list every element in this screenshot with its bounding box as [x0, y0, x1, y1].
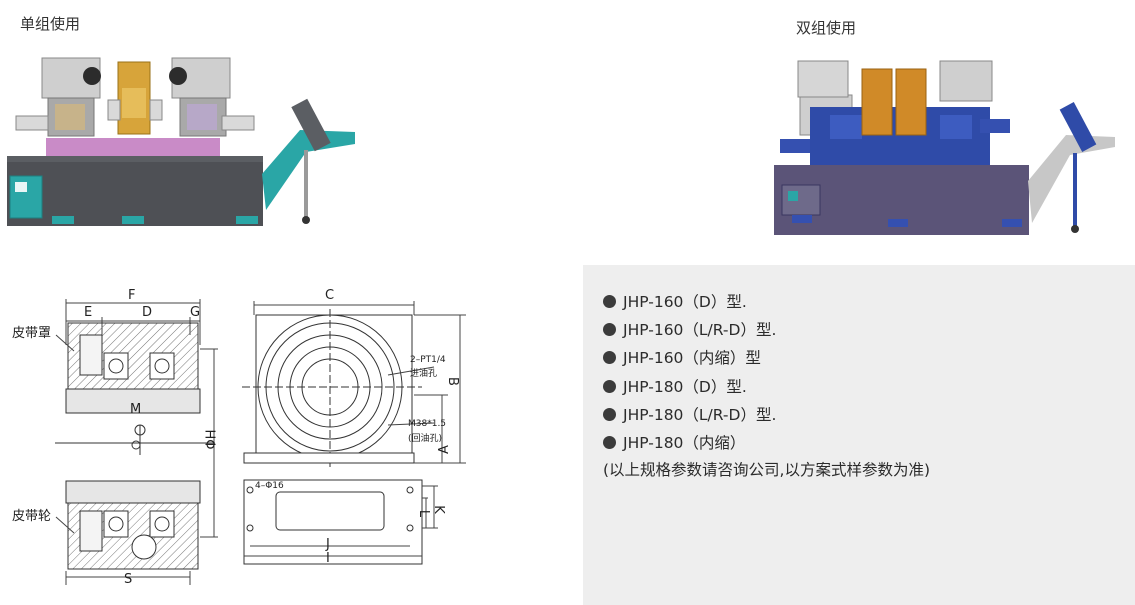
- bullet-icon: [603, 294, 616, 308]
- spec-item-text: JHP-180（内缩）: [623, 434, 746, 452]
- dual-group-machine-illustration: [774, 60, 1115, 235]
- dim-i-label: I: [326, 551, 330, 566]
- spec-item: JHP-160（L/R-D）型.: [603, 318, 776, 340]
- belt-cover-label: 皮带罩: [12, 326, 52, 341]
- bullet-icon: [603, 435, 616, 449]
- spec-panel: JHP-160（D）型. JHP-160（L/R-D）型. JHP-160（内缩…: [583, 265, 1135, 605]
- bullet-icon: [603, 379, 616, 393]
- spec-item-text: JHP-160（D）型.: [623, 293, 747, 311]
- spec-item: JHP-180（内缩）: [603, 431, 745, 453]
- spec-item: JHP-180（D）型.: [603, 375, 747, 397]
- dim-f-label: F: [128, 288, 136, 303]
- spec-item: JHP-180（L/R-D）型.: [603, 403, 776, 425]
- spec-item-text: JHP-160（L/R-D）型.: [623, 321, 777, 339]
- dim-phi-h-label: ΦH: [204, 429, 220, 450]
- spec-item: JHP-160（内缩）型: [603, 346, 761, 368]
- dim-m-label: M: [130, 402, 142, 417]
- bullet-icon: [603, 322, 616, 336]
- dim-a-label: A: [436, 445, 452, 454]
- spec-item-text: JHP-160（内缩）型: [623, 349, 761, 367]
- spec-note: (以上规格参数请咨询公司,以方案式样参数为准): [603, 461, 931, 479]
- belt-wheel-label: 皮带轮: [12, 509, 52, 524]
- dim-j-label: J: [326, 537, 330, 552]
- spec-item-text: JHP-180（D）型.: [623, 378, 747, 396]
- spec-item-text: JHP-180（L/R-D）型.: [623, 406, 777, 424]
- dim-c-label: C: [325, 288, 335, 303]
- mounting-holes-label: 4–Φ16: [255, 481, 284, 491]
- bullet-icon: [603, 350, 616, 364]
- base-plate-drawing: [243, 479, 438, 565]
- inlet-port-label: 2–PT1/4: [410, 355, 446, 365]
- dim-k-label: K: [430, 505, 446, 514]
- front-view-drawing: [242, 301, 466, 467]
- bullet-icon: [603, 407, 616, 421]
- dim-l-label: L: [416, 509, 432, 518]
- dim-b-label: B: [444, 377, 460, 386]
- spec-item: JHP-160（D）型.: [603, 290, 747, 312]
- dim-e-label: E: [84, 305, 93, 320]
- dim-s-label: S: [124, 572, 133, 587]
- dim-g-label: G: [190, 305, 201, 320]
- single-group-machine-illustration: [7, 57, 355, 226]
- return-port-label: M38*1.5: [408, 419, 447, 429]
- inlet-port-cn-label: 进油孔: [410, 369, 438, 379]
- return-port-cn-label: (回油孔): [408, 434, 443, 444]
- side-view-drawing: [55, 299, 218, 585]
- dual-use-caption: 双组使用: [796, 19, 857, 37]
- dim-d-label: D: [142, 305, 153, 320]
- single-use-caption: 单组使用: [20, 15, 81, 33]
